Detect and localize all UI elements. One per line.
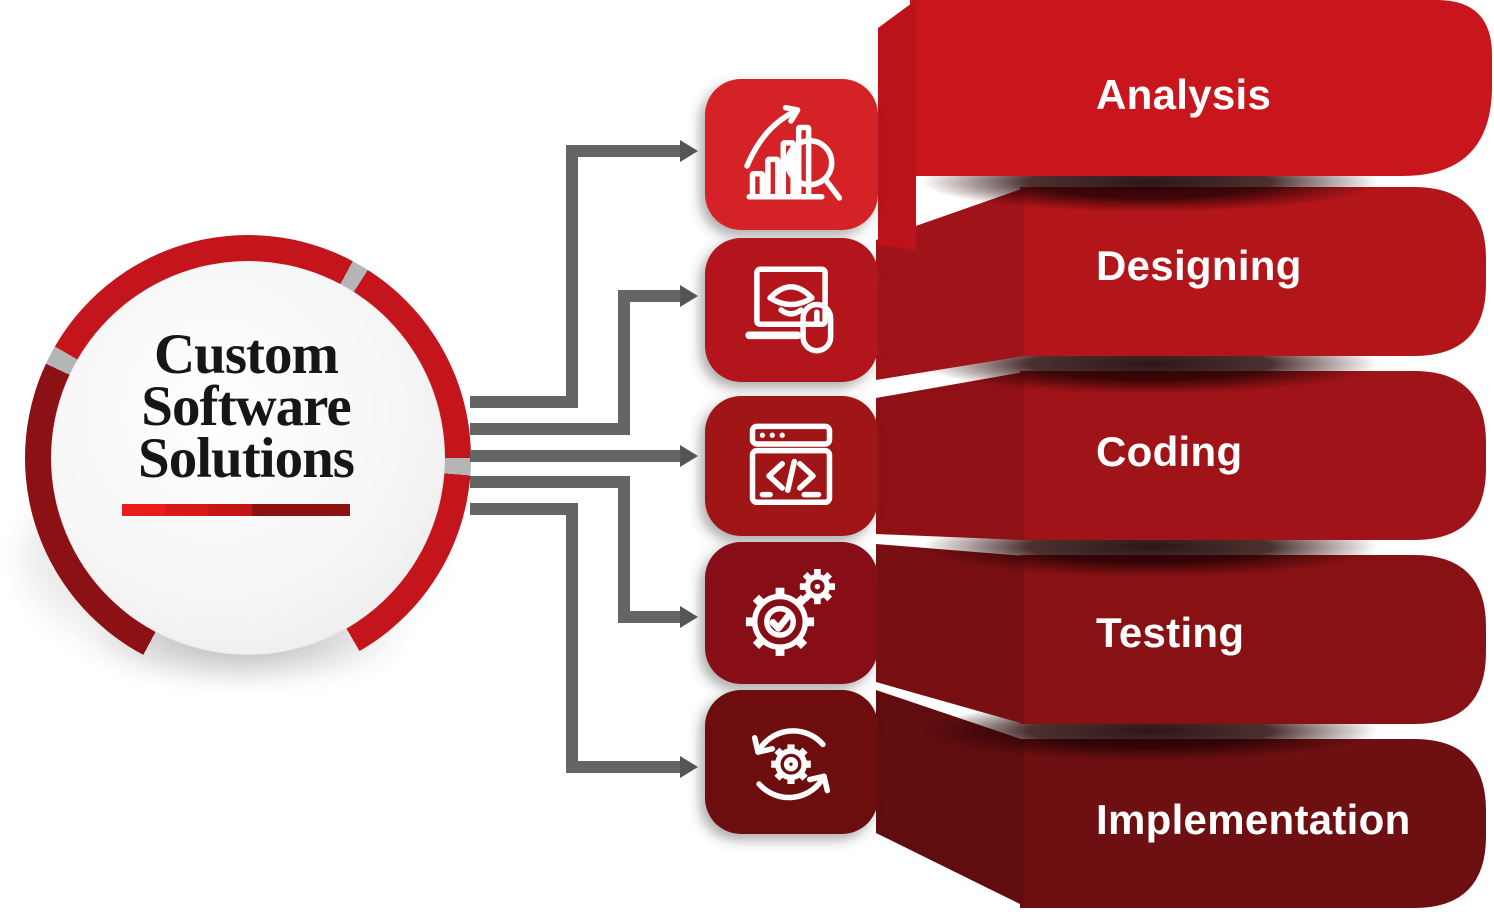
step-band (910, 0, 1492, 176)
ribbon-fold (876, 544, 1024, 724)
hub-title-line-1: Custom (153, 323, 339, 386)
step-icon-tile (705, 238, 878, 382)
sync-gear-icon (751, 728, 831, 801)
connector-analysis (470, 145, 682, 408)
step-label-coding: Coding (1096, 428, 1243, 475)
arrow-right-icon (680, 140, 698, 162)
step-label-designing: Designing (1096, 242, 1302, 289)
code-window-icon (749, 423, 833, 506)
connector-implementation (470, 503, 682, 773)
step-band (1020, 555, 1486, 724)
monitor-mouse-icon (745, 266, 834, 354)
step-band (1020, 187, 1486, 356)
step-label-implementation: Implementation (1096, 796, 1411, 843)
step-label-testing: Testing (1096, 609, 1245, 656)
arrow-right-icon (680, 606, 698, 628)
connector-designing (470, 290, 682, 435)
connector-lines (470, 145, 682, 773)
arrow-right-icon (680, 285, 698, 307)
arrow-right-icon (680, 445, 698, 467)
arrowheads (680, 140, 698, 778)
step-band (1020, 739, 1486, 908)
hub-title: Custom Software Solutions (46, 323, 446, 490)
connector-testing (470, 476, 682, 623)
arrow-right-icon (680, 756, 698, 778)
hub-underline-bar (122, 504, 350, 516)
hub-title-line-3: Solutions (138, 427, 355, 490)
step-label-analysis: Analysis (1096, 71, 1272, 118)
ribbon-fold (878, 0, 916, 250)
hub-circle (51, 261, 445, 655)
hub-title-line-2: Software (141, 375, 351, 438)
ribbon-fold (876, 372, 1024, 540)
gear-check-icon (745, 569, 835, 656)
bar-chart-magnifier-icon (744, 104, 843, 201)
step-band (1020, 371, 1486, 540)
